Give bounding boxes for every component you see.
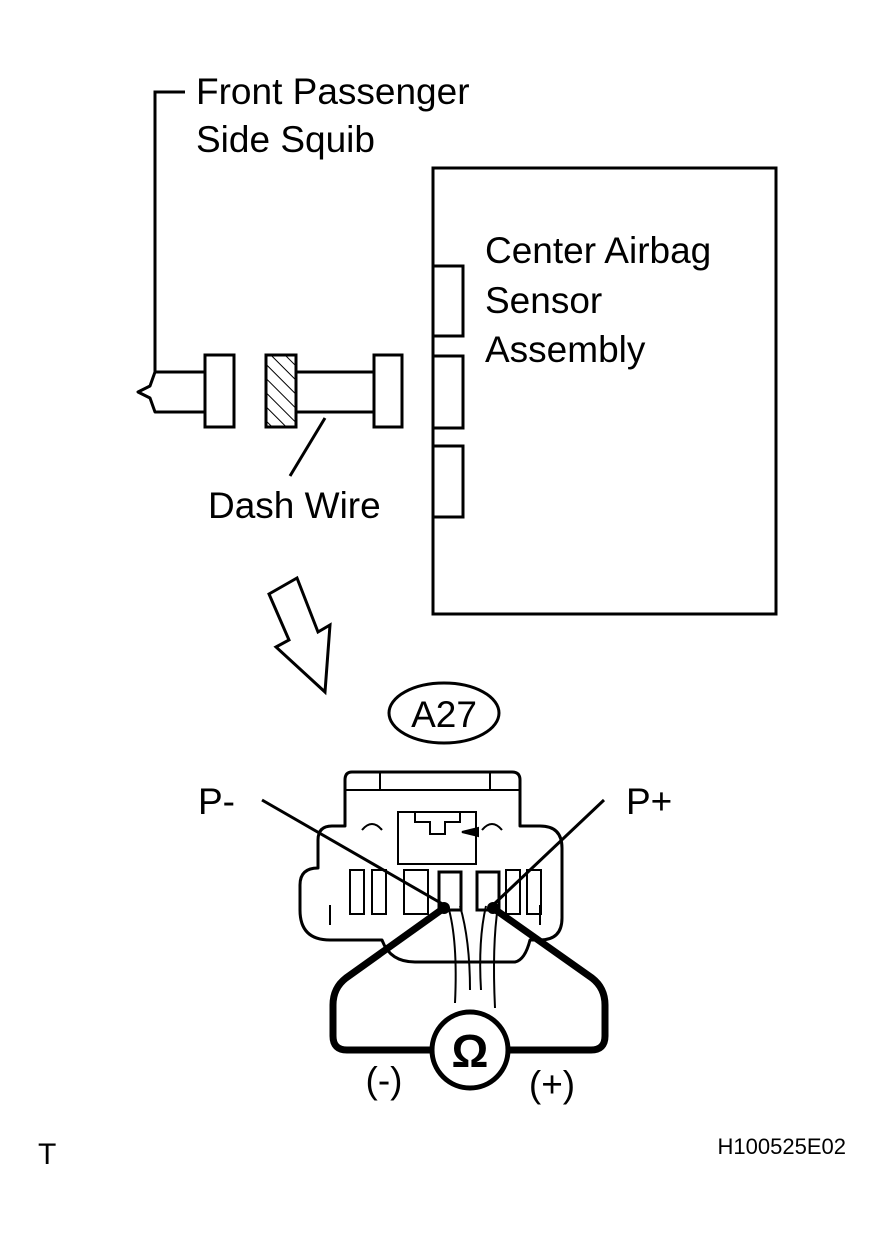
sensor-label-line1: Center Airbag: [485, 230, 711, 271]
p-minus-leader-line: [261, 798, 447, 908]
figure-code: H100525E02: [718, 1134, 846, 1159]
wire-p-minus-outer: [459, 905, 471, 991]
probe-minus-label: (-): [366, 1060, 403, 1101]
probe-plus-label: (+): [529, 1064, 575, 1105]
down-right-arrow-icon: [267, 575, 332, 696]
p-plus-leader-line: [490, 798, 606, 908]
ohmmeter-icon: [429, 1009, 511, 1091]
connector-id-ellipse: [387, 681, 501, 745]
sensor-label-line2: Sensor: [485, 280, 602, 321]
terminal-p-minus-label: P-: [198, 781, 235, 822]
squib-leader-line: [153, 90, 185, 372]
ohm-symbol: Ω: [452, 1025, 489, 1077]
terminal-p-plus-label: P+: [626, 781, 672, 822]
dash-wire-label: Dash Wire: [208, 485, 381, 526]
squib-label-line2: Side Squib: [196, 119, 375, 160]
meter-lead-minus: [329, 905, 447, 1054]
squib-wire: [136, 370, 205, 414]
dash-wire-leader-line: [288, 417, 327, 477]
wire-p-plus: [479, 905, 487, 991]
connector-a27-body: [298, 770, 564, 964]
connector-id-label: A27: [411, 694, 477, 735]
squib-connector: [203, 353, 236, 429]
dash-wire-end-connector: [372, 353, 404, 429]
hatched-connector-icon: [264, 353, 298, 429]
squib-label-line1: Front Passenger: [196, 71, 470, 112]
dash-wire-harness: [294, 370, 376, 414]
corner-mark: T: [38, 1138, 56, 1171]
sensor-connector-3: [431, 444, 465, 519]
sensor-label-line3: Assembly: [485, 329, 646, 370]
center-airbag-sensor-box: [431, 166, 778, 616]
sensor-connector-2: [431, 354, 465, 430]
meter-lead-plus: [490, 905, 609, 1054]
sensor-connector-1: [431, 264, 465, 338]
wire-p-minus: [447, 905, 457, 1004]
